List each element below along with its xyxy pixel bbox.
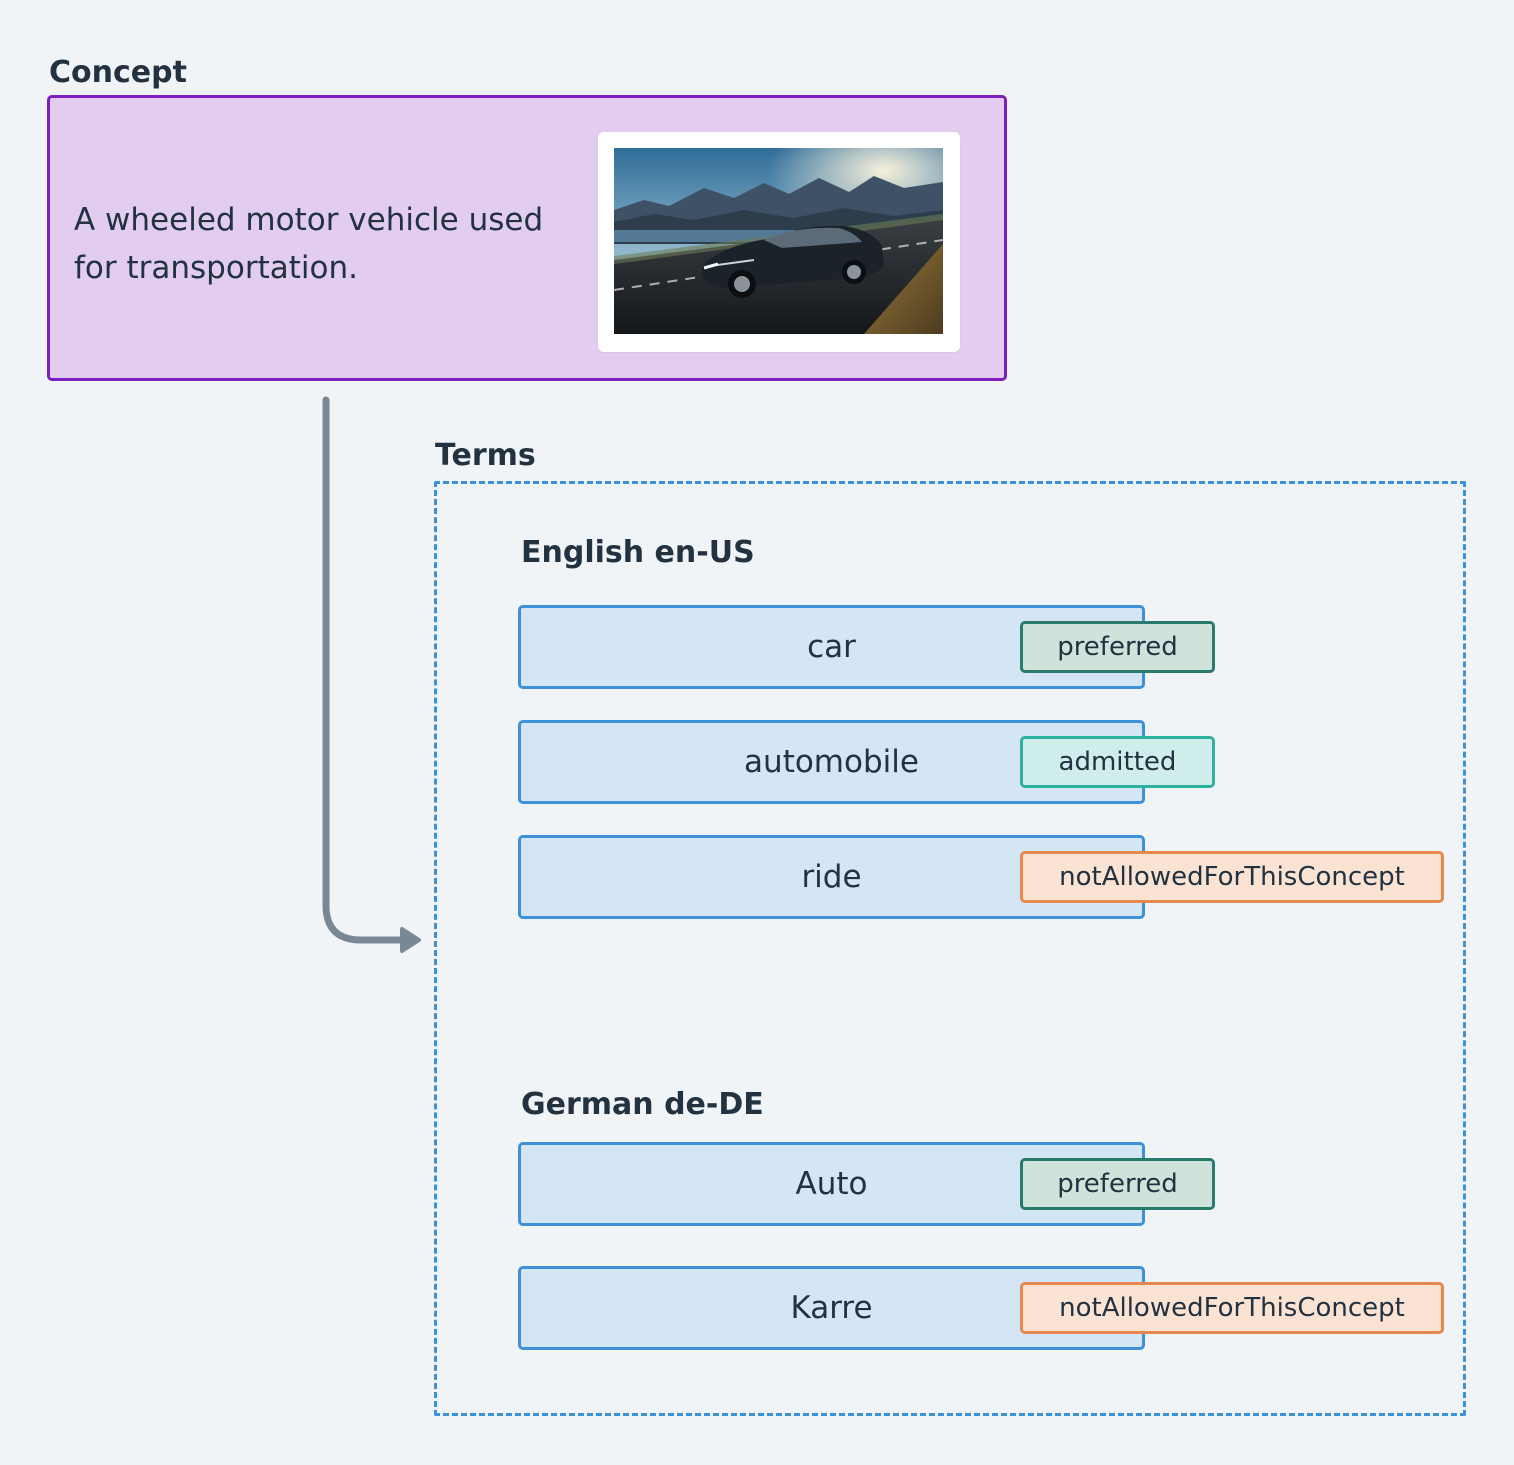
terms-heading: Terms [435, 438, 536, 473]
status-badge: notAllowedForThisConcept [1020, 1282, 1444, 1334]
terms-container [434, 481, 1466, 1416]
term-row: Karre notAllowedForThisConcept [518, 1266, 1458, 1350]
status-badge: preferred [1020, 1158, 1215, 1210]
status-badge: notAllowedForThisConcept [1020, 851, 1444, 903]
term-row: ride notAllowedForThisConcept [518, 835, 1458, 919]
term-row: automobile admitted [518, 720, 1458, 804]
concept-photo-frame [598, 132, 960, 352]
concept-box: A wheeled motor vehicle used for transpo… [47, 95, 1007, 381]
language-heading-en-us: English en-US [521, 535, 755, 570]
car-photo [614, 148, 943, 334]
term-box: Karre [518, 1266, 1145, 1350]
term-row: car preferred [518, 605, 1458, 689]
term-row: Auto preferred [518, 1142, 1458, 1226]
language-heading-de-de: German de-DE [521, 1087, 764, 1122]
status-badge: admitted [1020, 736, 1215, 788]
concept-heading: Concept [49, 55, 187, 90]
concept-definition: A wheeled motor vehicle used for transpo… [74, 202, 544, 286]
status-badge: preferred [1020, 621, 1215, 673]
